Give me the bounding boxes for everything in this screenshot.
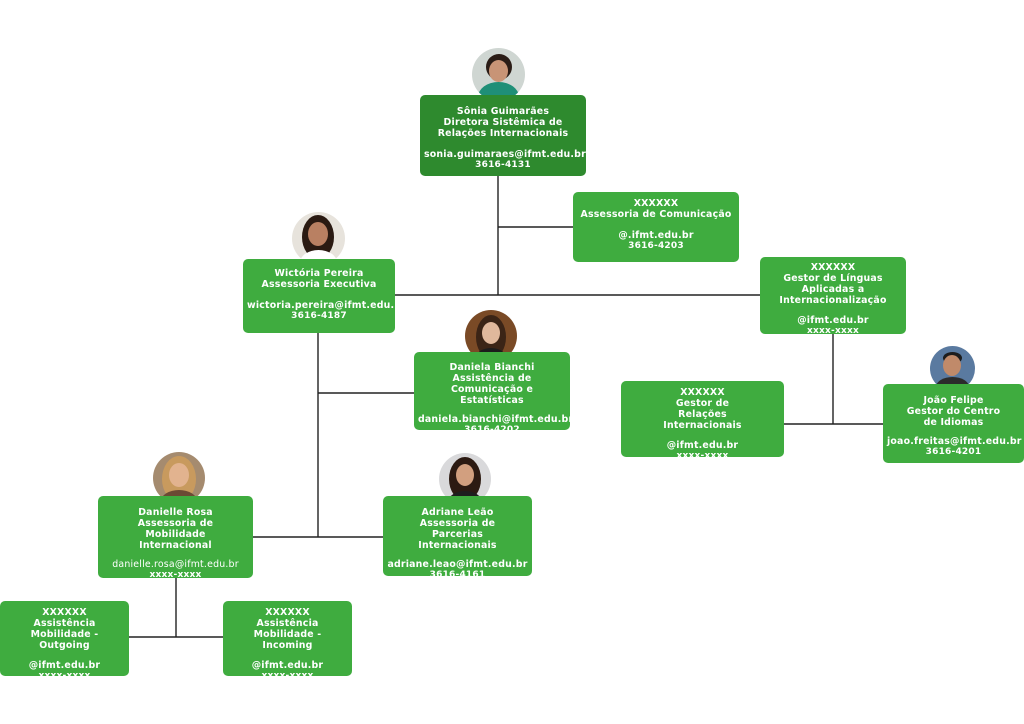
node-role: Assistência Mobilidade - Outgoing: [30, 618, 99, 651]
node-phone: 3616-4187: [291, 311, 347, 321]
node-name: Wictória Pereira: [274, 268, 364, 279]
node-phone: xxxx-xxxx: [149, 570, 202, 580]
node-outgoing: XXXXXX Assistência Mobilidade - Outgoing…: [0, 601, 129, 681]
node-role: Assessoria de Comunicação: [580, 209, 732, 220]
node-role: Assistência Mobilidade - Incoming: [253, 618, 322, 651]
node-name: João Felipe: [923, 395, 984, 406]
node-email: joao.freitas@ifmt.edu.br: [887, 436, 1022, 447]
avatar-joao: [930, 346, 975, 391]
node-comunicacao: XXXXXX Assessoria de Comunicação @.ifmt.…: [573, 192, 739, 262]
node-name: Danielle Rosa: [138, 507, 213, 518]
node-phone: xxxx-xxxx: [38, 671, 91, 681]
node-name: Adriane Leão: [421, 507, 494, 518]
node-email: wictoria.pereira@ifmt.edu.br: [247, 300, 407, 311]
node-role: Assessoria Executiva: [261, 279, 377, 290]
node-name: Daniela Bianchi: [449, 362, 535, 373]
node-wictoria: Wictória Pereira Assessoria Executiva wi…: [243, 259, 407, 333]
node-email: adriane.leao@ifmt.edu.br: [387, 559, 528, 570]
node-email: @.ifmt.edu.br: [618, 230, 694, 241]
node-role: Assistência de Comunicação e Estatística…: [450, 373, 534, 406]
node-role: Gestor do Centro de Idiomas: [906, 406, 1001, 428]
node-name: XXXXXX: [265, 607, 310, 618]
node-incoming: XXXXXX Assistência Mobilidade - Incoming…: [223, 601, 352, 681]
node-phone: 3616-4201: [925, 447, 982, 457]
node-phone: xxxx-xxxx: [261, 671, 314, 681]
node-role: Gestor de Relações Internacionais: [663, 398, 742, 431]
node-adriane: Adriane Leão Assessoria de Parcerias Int…: [383, 496, 532, 580]
node-phone: xxxx-xxxx: [807, 326, 859, 336]
node-email: danielle.rosa@ifmt.edu.br: [112, 559, 239, 570]
node-phone: xxxx-xxxx: [676, 451, 729, 461]
node-name: XXXXXX: [680, 387, 725, 398]
node-email: @ifmt.edu.br: [666, 440, 739, 451]
node-email: daniela.bianchi@ifmt.edu.br: [418, 414, 574, 425]
node-daniela: Daniela Bianchi Assistência de Comunicaç…: [414, 352, 574, 435]
node-phone: 3616-4131: [475, 160, 531, 170]
node-name: XXXXXX: [42, 607, 87, 618]
node-phone: 3616-4202: [464, 425, 520, 435]
node-role: Assessoria de Parcerias Internacionais: [418, 518, 497, 551]
node-relacoes: XXXXXX Gestor de Relações Internacionais…: [621, 381, 784, 461]
node-email: sonia.guimaraes@ifmt.edu.br: [424, 149, 586, 160]
node-role: Diretora Sistêmica de Relações Internaci…: [437, 117, 569, 139]
node-name: Sônia Guimarães: [456, 106, 550, 117]
node-name: XXXXXX: [810, 262, 856, 273]
avatar-wictoria: [292, 212, 345, 265]
node-email: @ifmt.edu.br: [28, 660, 101, 671]
node-danielle: Danielle Rosa Assessoria de Mobilidade I…: [98, 496, 253, 580]
node-email: @ifmt.edu.br: [251, 660, 324, 671]
node-phone: 3616-4203: [628, 241, 684, 251]
node-phone: 3616-4161: [429, 570, 486, 580]
node-sonia: Sônia Guimarães Diretora Sistêmica de Re…: [420, 95, 586, 176]
avatar-danielle: [153, 452, 205, 504]
avatar-sonia: [472, 48, 525, 101]
node-email: @ifmt.edu.br: [797, 315, 869, 326]
node-role: Assessoria de Mobilidade Internacional: [137, 518, 214, 551]
node-role: Gestor de Línguas Aplicadas a Internacio…: [779, 273, 887, 306]
node-joao: João Felipe Gestor do Centro de Idiomas …: [883, 384, 1024, 463]
node-name: XXXXXX: [633, 198, 679, 209]
node-linguas: XXXXXX Gestor de Línguas Aplicadas a Int…: [760, 257, 906, 336]
